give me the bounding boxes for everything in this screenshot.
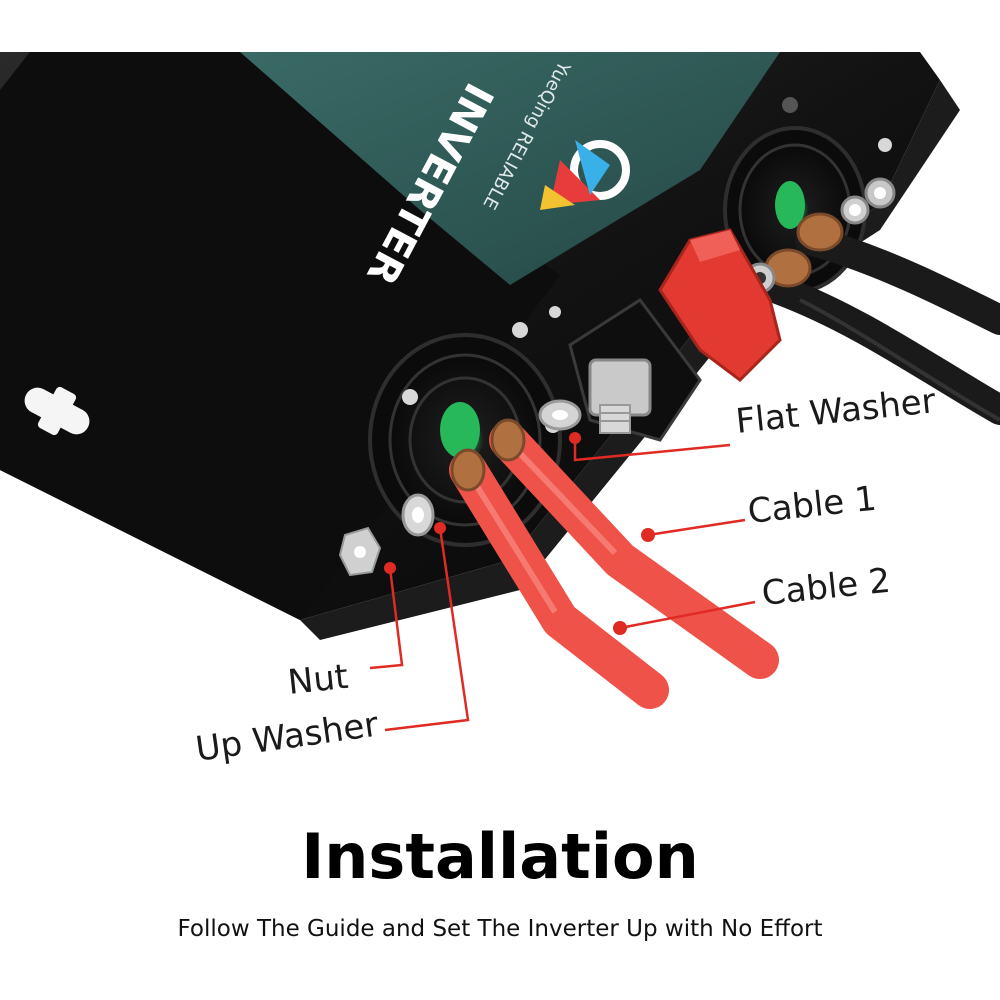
- brand-label-panel: INVERTER YueQing RELIABLE: [240, 52, 780, 292]
- callout-dots: [384, 432, 655, 635]
- page-subtitle: Follow The Guide and Set The Inverter Up…: [177, 916, 823, 942]
- red-terminal-cap: [658, 228, 782, 382]
- page-title: Installation: [301, 820, 699, 893]
- red-cable-2: [449, 448, 669, 709]
- mounting-slot-icon: [24, 386, 90, 436]
- terminal-post: [568, 297, 702, 442]
- callout-lines: [369, 438, 756, 732]
- nut: [338, 526, 382, 577]
- brand-logo-icon: [540, 140, 630, 210]
- red-cable-1: [489, 418, 779, 679]
- up-washer: [401, 493, 435, 537]
- black-cables: [764, 212, 1000, 425]
- callout-nut: Nut: [285, 656, 351, 703]
- flat-washer: [538, 399, 582, 431]
